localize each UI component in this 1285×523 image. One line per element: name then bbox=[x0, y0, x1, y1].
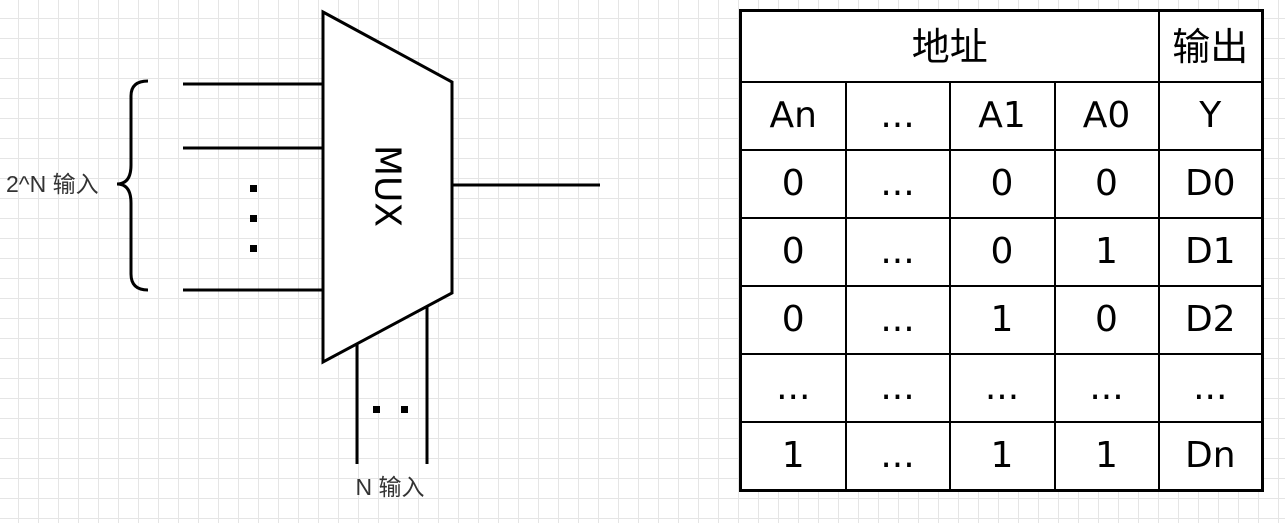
table-cell: 1 bbox=[948, 285, 1056, 355]
mux-diagram: MUX 2^N 输入 N 输入 bbox=[6, 9, 600, 500]
select-ellipsis-dot bbox=[401, 406, 408, 413]
address-group-header: 地址 bbox=[739, 9, 1160, 83]
input-ellipsis-dot bbox=[250, 245, 257, 252]
table-cell: 1 bbox=[948, 421, 1056, 492]
table-cell: ... bbox=[844, 149, 951, 219]
column-header: An bbox=[739, 81, 847, 151]
table-column-header-row: An ... A1 A0 Y bbox=[739, 81, 1264, 151]
table-cell: 1 bbox=[1053, 217, 1160, 287]
column-header: Y bbox=[1157, 81, 1264, 151]
table-group-header-row: 地址 输出 bbox=[739, 9, 1264, 83]
table-cell: 0 bbox=[948, 217, 1056, 287]
table-cell: Dn bbox=[1157, 421, 1264, 492]
output-group-header: 输出 bbox=[1157, 9, 1264, 83]
mux-body bbox=[321, 9, 454, 365]
input-count-label: 2^N 输入 bbox=[6, 171, 99, 197]
input-brace bbox=[116, 79, 149, 292]
table-cell: ... bbox=[844, 217, 951, 287]
table-cell: ... bbox=[844, 421, 951, 492]
table-cell: D0 bbox=[1157, 149, 1264, 219]
table-cell: ... bbox=[948, 353, 1056, 423]
table-cell: ... bbox=[844, 285, 951, 355]
table-row: 0 ... 0 0 D0 bbox=[739, 149, 1264, 219]
table-cell: ... bbox=[1157, 353, 1264, 423]
table-cell: 0 bbox=[739, 149, 847, 219]
table-cell: ... bbox=[739, 353, 847, 423]
table-row: 1 ... 1 1 Dn bbox=[739, 421, 1264, 492]
select-count-label: N 输入 bbox=[356, 474, 425, 500]
select-ellipsis-dot bbox=[373, 406, 380, 413]
input-ellipsis-dot bbox=[250, 185, 257, 192]
input-ellipsis-dot bbox=[250, 215, 257, 222]
table-row: 0 ... 1 0 D2 bbox=[739, 285, 1264, 355]
column-header: A1 bbox=[948, 81, 1056, 151]
mux-label: MUX bbox=[367, 145, 408, 227]
table-cell: 1 bbox=[739, 421, 847, 492]
table-cell: 1 bbox=[1053, 421, 1160, 492]
table-row: 0 ... 0 1 D1 bbox=[739, 217, 1264, 287]
table-cell: 0 bbox=[1053, 149, 1160, 219]
table-cell: ... bbox=[844, 353, 951, 423]
column-header: A0 bbox=[1053, 81, 1160, 151]
truth-table: 地址 输出 An ... A1 A0 Y 0 ... 0 0 D0 0 ... … bbox=[739, 9, 1265, 492]
column-header: ... bbox=[844, 81, 951, 151]
table-cell: ... bbox=[1053, 353, 1160, 423]
table-row: ... ... ... ... ... bbox=[739, 353, 1264, 423]
table-cell: 0 bbox=[1053, 285, 1160, 355]
table-cell: D1 bbox=[1157, 217, 1264, 287]
table-cell: D2 bbox=[1157, 285, 1264, 355]
table-cell: 0 bbox=[739, 217, 847, 287]
table-cell: 0 bbox=[739, 285, 847, 355]
table-cell: 0 bbox=[948, 149, 1056, 219]
